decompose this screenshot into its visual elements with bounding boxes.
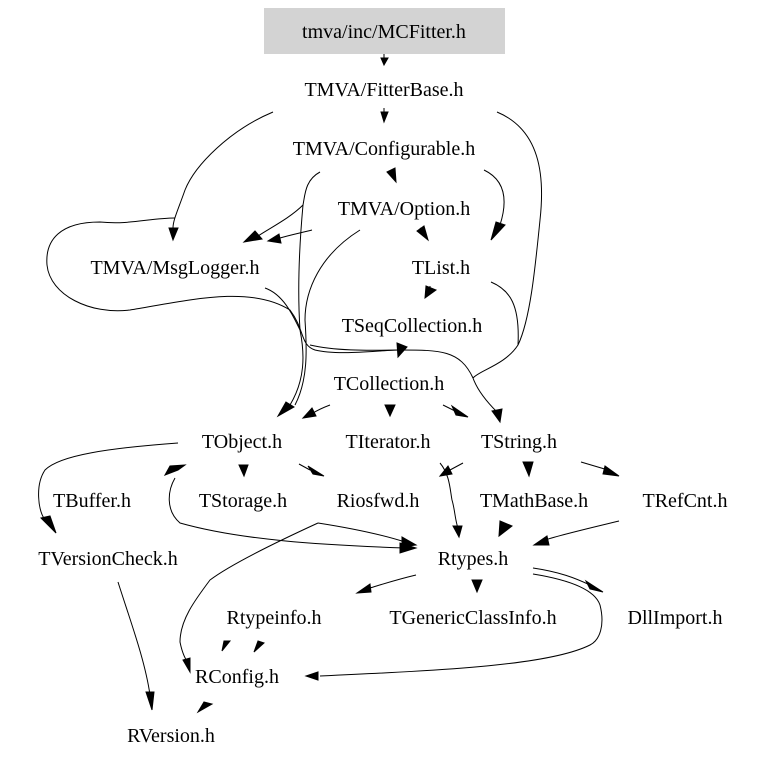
node-tseqcollection[interactable]: TSeqCollection.h [342,315,483,337]
edge-rtypes-rtypeinfo [369,574,417,589]
node-riosfwd[interactable]: Riosfwd.h [337,490,420,512]
node-configurable[interactable]: TMVA/Configurable.h [293,138,475,160]
node-dllimport[interactable]: DllImport.h [628,607,723,629]
edge-fitterbase-msglogger [172,111,274,229]
edge-option-msglogger [279,229,313,239]
arrowhead-icon [416,225,429,242]
arrowhead-icon [145,691,155,711]
node-fitterbase[interactable]: TMVA/FitterBase.h [304,79,463,101]
arrowhead-icon [602,465,620,477]
node-tobject[interactable]: TObject.h [202,431,282,453]
arrowhead-icon [452,525,463,539]
edge-msglogger-tobject [264,287,301,331]
edge-riosfwd-rconfig [179,522,319,666]
arrowhead-icon [266,233,282,244]
edge-configurable-tobject [289,204,304,406]
arrowhead-icon [307,465,325,477]
edge-tobject-rtypes [168,477,406,549]
arrowhead-icon [471,579,483,594]
edges [38,54,620,714]
arrowhead-icon [532,535,550,546]
node-option[interactable]: TMVA/Option.h [338,198,470,220]
arrowhead-icon [491,408,503,424]
arrowhead-icon [301,407,317,419]
node-tmathbase[interactable]: TMathBase.h [480,490,588,512]
arrowhead-icon [380,111,389,124]
root-node-box [264,8,505,54]
arrowhead-icon [168,227,179,242]
arrowhead-icon [355,583,372,594]
node-trefcnt[interactable]: TRefCnt.h [643,490,728,512]
arrowhead-icon [498,520,513,538]
edge-rtypes-dllimport [532,567,591,586]
node-rtypes[interactable]: Rtypes.h [438,548,509,570]
edge-rtypes-rconfig [319,573,603,677]
arrowhead-icon [384,404,396,418]
edge-tcollection-tstring [442,404,456,412]
arrowhead-icon [221,640,232,652]
node-tversioncheck[interactable]: TVersionCheck.h [38,548,177,570]
node-tbuffer[interactable]: TBuffer.h [53,490,131,512]
arrowhead-icon [242,230,263,243]
node-mcfitter[interactable]: tmva/inc/MCFitter.h [302,21,466,43]
arrowhead-icon [196,701,214,714]
edge-tstring-trefcnt [580,461,609,471]
edge-fitterbase-tstring [472,111,543,413]
node-titerator[interactable]: TIterator.h [346,431,431,453]
node-msglogger[interactable]: TMVA/MsgLogger.h [90,257,259,279]
node-rversion[interactable]: RVersion.h [127,725,215,747]
arrowhead-icon [424,285,438,300]
node-tstorage[interactable]: TStorage.h [199,490,287,512]
edge-tversioncheck-rversion [117,581,151,696]
node-rconfig[interactable]: RConfig.h [195,666,279,688]
arrowhead-icon [380,57,389,67]
node-rtypeinfo[interactable]: Rtypeinfo.h [227,607,322,629]
arrowhead-icon [238,464,249,478]
arrowhead-icon [253,640,265,653]
arrowhead-icon [163,464,187,476]
edge-tcollection-tobject [312,404,331,414]
arrowhead-icon [276,401,295,418]
edge-configurable-msglogger [257,171,321,237]
node-tcollection[interactable]: TCollection.h [334,373,445,395]
node-tgenericclassinfo[interactable]: TGenericClassInfo.h [389,607,556,629]
node-tlist[interactable]: TList.h [412,257,470,279]
arrowhead-icon [396,342,408,359]
edge-tlist-tstring [490,281,519,346]
arrowhead-icon [40,515,57,534]
arrowhead-icon [450,404,469,418]
edge-tobject-tversioncheck [38,442,179,521]
edge-msglogger-tstring [46,217,474,379]
arrowhead-icon [304,671,319,681]
arrowhead-icon [401,536,418,548]
edge-tseqcollection-tcollection [309,344,401,351]
edge-tstring-rtypes [449,462,464,471]
arrowhead-icon [182,657,191,674]
edge-trefcnt-rtypes [544,520,620,541]
nodes: tmva/inc/MCFitter.h TMVA/FitterBase.h TM… [38,21,727,747]
arrowhead-icon [490,221,506,241]
edge-configurable-tlist [483,169,505,226]
arrowhead-icon [522,461,534,478]
arrowhead-icon [386,167,397,184]
edge-option-tobject [294,229,361,406]
edge-tobject-riosfwd [298,463,311,471]
arrowhead-icon [438,465,453,477]
arrowhead-icon [584,579,604,593]
node-tstring[interactable]: TString.h [481,431,557,453]
edge-riosfwd-rtypes [317,522,406,543]
